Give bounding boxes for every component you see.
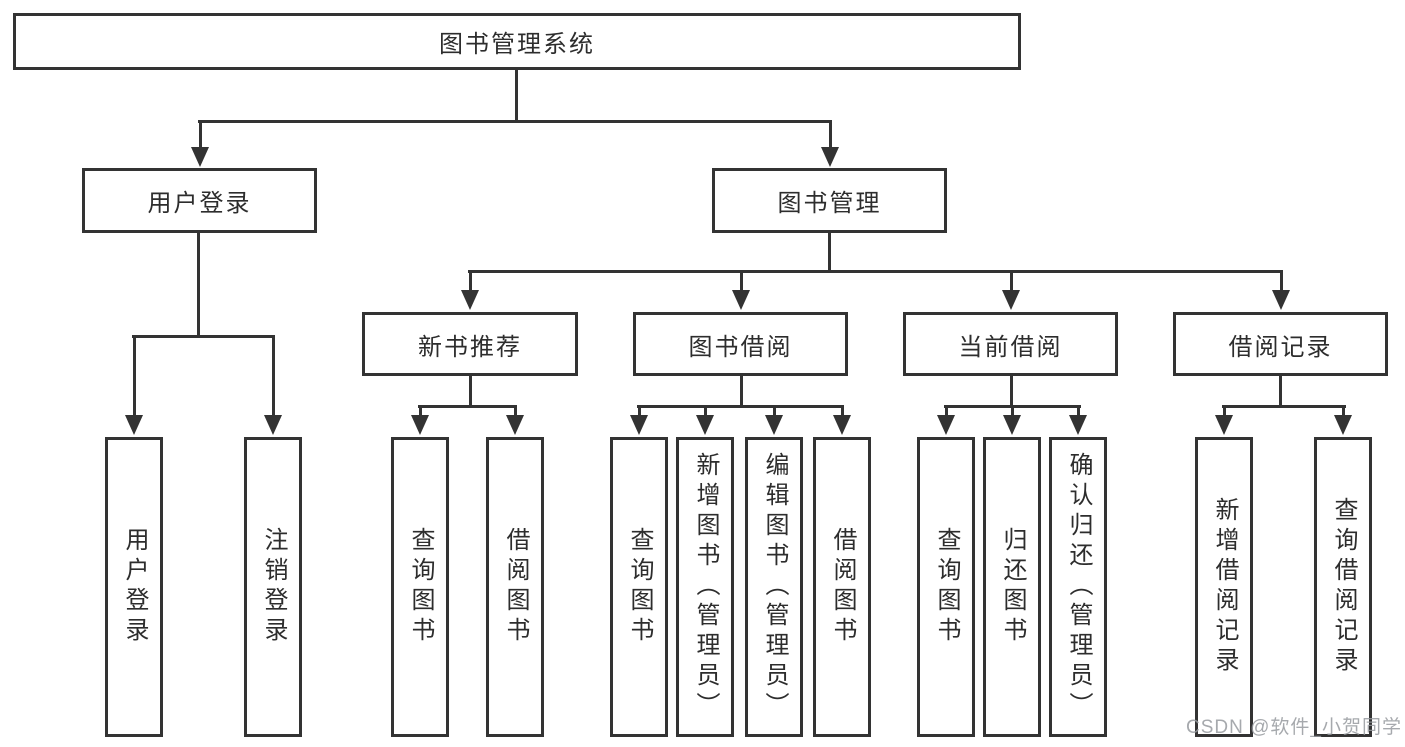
node-current-borrowing: 当前借阅: [903, 312, 1118, 376]
arrow-down-icon: [821, 147, 839, 167]
edge-to-book-management: [829, 120, 832, 150]
edge-to-new-book-recommendation: [469, 270, 472, 292]
edge-to-leaf: [945, 405, 948, 417]
arrow-down-icon: [1215, 415, 1233, 435]
leaf-confirm-return-admin: 确认归还（管理员）: [1049, 437, 1107, 737]
edge-to-user-login: [199, 120, 202, 150]
arrow-down-icon: [264, 415, 282, 435]
edge-user-login-branch: [132, 335, 274, 338]
edge-to-leaf: [704, 405, 707, 417]
leaf-borrow-books-borrowing: 借阅图书: [813, 437, 871, 737]
arrow-down-icon: [191, 147, 209, 167]
edge-book-management-stem: [828, 233, 831, 270]
edge-to-leaf-user-login: [133, 335, 136, 415]
edge-to-leaf: [419, 405, 422, 417]
node-borrowing-records: 借阅记录: [1173, 312, 1388, 376]
leaf-logout: 注销登录: [244, 437, 302, 737]
watermark: CSDN @软件_小贺同学: [1186, 717, 1402, 738]
edge-records-branch: [1222, 405, 1346, 408]
edge-root-branch: [198, 120, 832, 123]
leaf-add-books-admin: 新增图书（管理员）: [676, 437, 734, 737]
leaf-query-books-current: 查询图书: [917, 437, 975, 737]
arrow-down-icon: [1334, 415, 1352, 435]
arrow-down-icon: [411, 415, 429, 435]
node-root: 图书管理系统: [13, 13, 1021, 70]
leaf-add-borrow-record: 新增借阅记录: [1195, 437, 1253, 737]
edge-to-leaf: [1342, 405, 1345, 417]
arrow-down-icon: [732, 290, 750, 310]
edge-root-stem: [515, 69, 518, 122]
arrow-down-icon: [1272, 290, 1290, 310]
arrow-down-icon: [461, 290, 479, 310]
edge-records-stem: [1279, 376, 1282, 405]
edge-to-leaf-logout: [272, 335, 275, 415]
arrow-down-icon: [1069, 415, 1087, 435]
leaf-return-books: 归还图书: [983, 437, 1041, 737]
edge-book-management-branch: [468, 270, 1282, 273]
node-new-book-recommendation: 新书推荐: [362, 312, 578, 376]
edge-to-leaf: [638, 405, 641, 417]
edge-to-current-borrowing: [1010, 270, 1013, 292]
arrow-down-icon: [937, 415, 955, 435]
edge-to-book-borrowing: [740, 270, 743, 292]
edge-to-borrowing-records: [1280, 270, 1283, 292]
arrow-down-icon: [833, 415, 851, 435]
edge-borrowing-stem: [740, 376, 743, 405]
leaf-query-books-borrowing: 查询图书: [610, 437, 668, 737]
leaf-query-books-recommendation: 查询图书: [391, 437, 449, 737]
edge-recommendation-branch: [418, 405, 517, 408]
node-book-management: 图书管理: [712, 168, 947, 233]
edge-to-leaf: [773, 405, 776, 417]
edge-to-leaf: [1223, 405, 1226, 417]
arrow-down-icon: [125, 415, 143, 435]
leaf-query-borrow-record: 查询借阅记录: [1314, 437, 1372, 737]
node-user-login: 用户登录: [82, 168, 317, 233]
leaf-borrow-books-recommendation: 借阅图书: [486, 437, 544, 737]
edge-to-leaf: [841, 405, 844, 417]
arrow-down-icon: [1003, 415, 1021, 435]
edge-to-leaf: [1077, 405, 1080, 417]
leaf-edit-books-admin: 编辑图书（管理员）: [745, 437, 803, 737]
arrow-down-icon: [506, 415, 524, 435]
edge-user-login-stem: [197, 233, 200, 335]
edge-current-stem: [1010, 376, 1013, 405]
arrow-down-icon: [1002, 290, 1020, 310]
leaf-user-login: 用户登录: [105, 437, 163, 737]
arrow-down-icon: [765, 415, 783, 435]
edge-recommendation-stem: [469, 376, 472, 405]
edge-to-leaf: [1011, 405, 1014, 417]
node-book-borrowing: 图书借阅: [633, 312, 848, 376]
arrow-down-icon: [696, 415, 714, 435]
edge-to-leaf: [514, 405, 517, 417]
edge-borrowing-branch: [637, 405, 844, 408]
arrow-down-icon: [630, 415, 648, 435]
